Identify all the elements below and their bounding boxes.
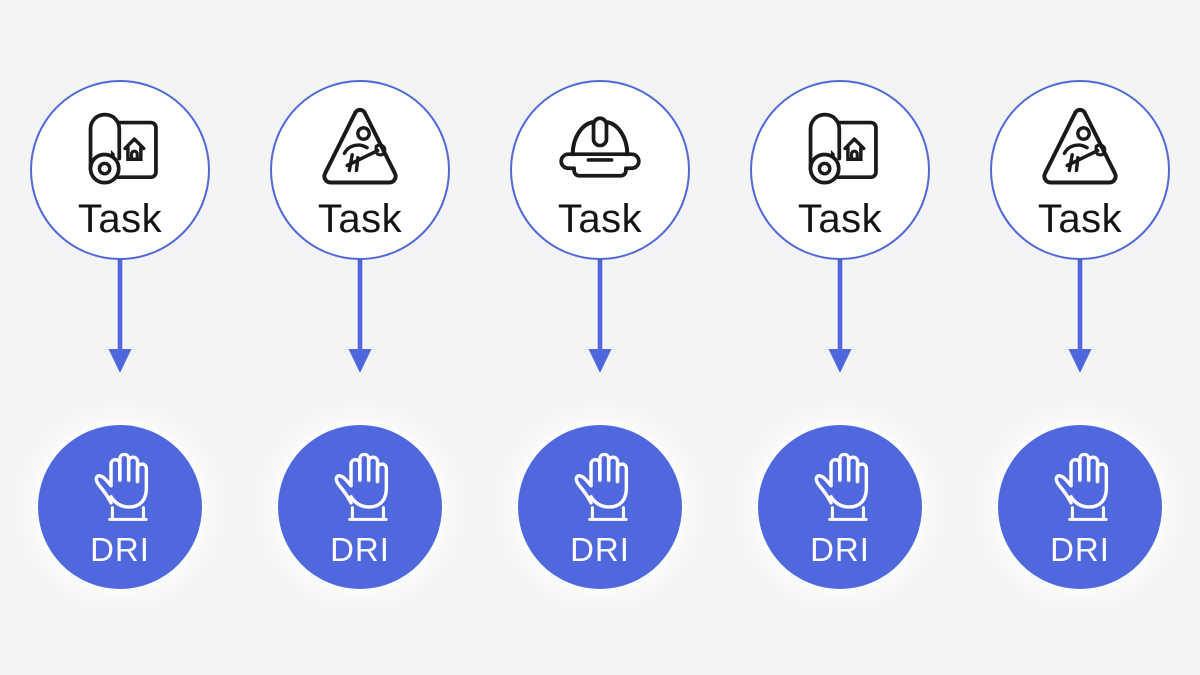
blueprint-house-icon <box>74 98 166 196</box>
task-node: Task <box>750 80 930 260</box>
dri-label: DRI <box>90 531 150 568</box>
task-label: Task <box>1037 197 1123 241</box>
raised-hand-icon <box>80 444 160 530</box>
task-label: Task <box>77 197 163 241</box>
raised-hand-icon <box>800 444 880 530</box>
raised-hand-icon <box>320 444 400 530</box>
task-node: Task <box>30 80 210 260</box>
raised-hand-icon <box>1040 444 1120 530</box>
down-arrow-icon <box>345 259 375 373</box>
hard-hat-icon <box>554 98 646 196</box>
task-dri-column-4: Task DRI <box>720 0 960 675</box>
task-label: Task <box>797 197 883 241</box>
task-label: Task <box>317 197 403 241</box>
down-arrow-icon <box>1065 259 1095 373</box>
task-node: Task <box>510 80 690 260</box>
roadwork-sign-icon <box>314 98 406 196</box>
task-dri-column-3: Task DRI <box>480 0 720 675</box>
down-arrow-icon <box>105 259 135 373</box>
roadwork-sign-icon <box>1034 98 1126 196</box>
dri-label: DRI <box>330 531 390 568</box>
raised-hand-icon <box>560 444 640 530</box>
task-node: Task <box>990 80 1170 260</box>
dri-label: DRI <box>1050 531 1110 568</box>
dri-node: DRI <box>998 425 1162 589</box>
task-dri-column-2: Task DRI <box>240 0 480 675</box>
dri-node: DRI <box>278 425 442 589</box>
task-dri-column-5: Task DRI <box>960 0 1200 675</box>
blueprint-house-icon <box>794 98 886 196</box>
down-arrow-icon <box>585 259 615 373</box>
dri-node: DRI <box>758 425 922 589</box>
task-node: Task <box>270 80 450 260</box>
dri-node: DRI <box>518 425 682 589</box>
dri-node: DRI <box>38 425 202 589</box>
dri-label: DRI <box>810 531 870 568</box>
task-dri-column-1: Task DRI <box>0 0 240 675</box>
task-label: Task <box>557 197 643 241</box>
down-arrow-icon <box>825 259 855 373</box>
dri-label: DRI <box>570 531 630 568</box>
